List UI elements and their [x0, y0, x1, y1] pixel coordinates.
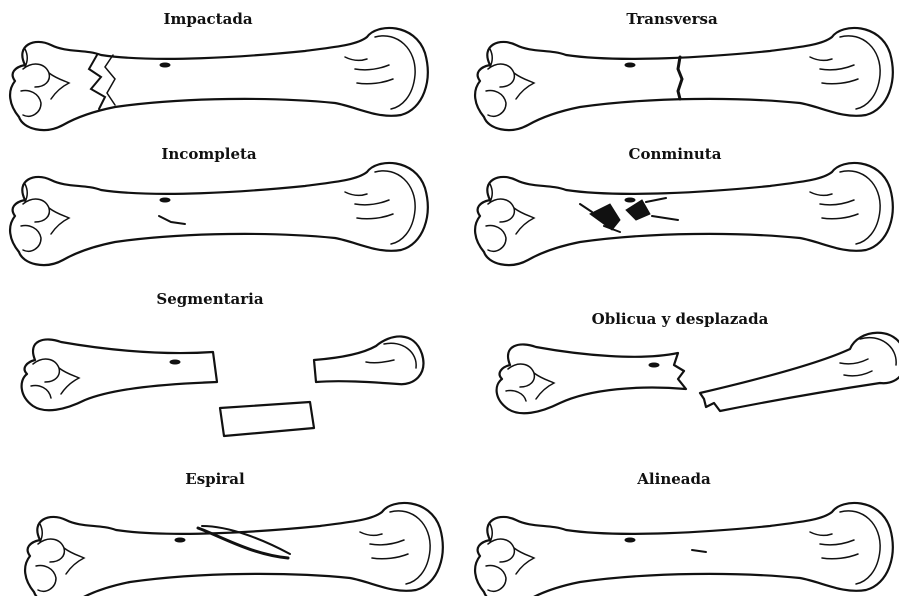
segment-middle — [220, 402, 314, 436]
bone-transversa — [475, 28, 893, 130]
segment-distal — [22, 339, 217, 410]
bone-conminuta — [475, 163, 893, 265]
fragment-proximal — [700, 333, 899, 411]
fragment-distal — [497, 344, 686, 413]
segment-proximal — [314, 336, 423, 384]
bone-oblicua — [497, 333, 899, 414]
bone-alineada — [475, 503, 893, 596]
bone-impactada — [10, 28, 428, 130]
bone-segmentaria — [22, 336, 424, 436]
bone-incompleta — [10, 163, 428, 265]
bone-espiral — [25, 503, 443, 596]
